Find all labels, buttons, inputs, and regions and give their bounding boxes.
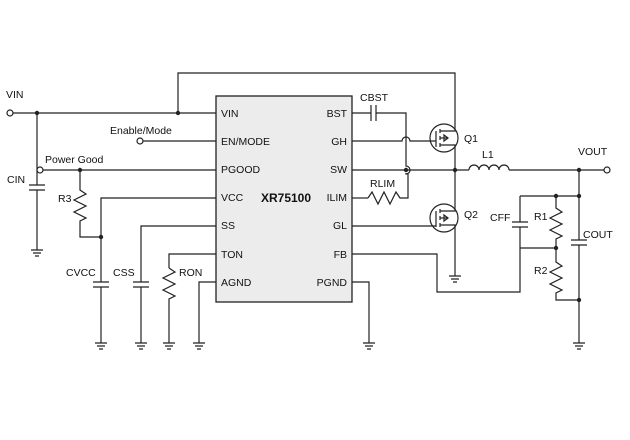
- cin-label: CIN: [7, 174, 25, 186]
- r2-resistor: [548, 248, 579, 301]
- rlim-resistor: [367, 174, 409, 206]
- cff-capacitor: [512, 196, 528, 248]
- q1-mosfet: [428, 123, 459, 173]
- pin-en-mode: EN/MODE: [221, 136, 270, 148]
- cbst-label: CBST: [360, 92, 389, 104]
- pin-agnd: AGND: [221, 277, 252, 289]
- pin-bst: BST: [327, 108, 348, 120]
- vout-label: VOUT: [578, 146, 608, 158]
- q1-label: Q1: [464, 133, 478, 145]
- sw-junction-cbst: [403, 167, 409, 173]
- css-capacitor: [133, 281, 149, 350]
- fb-top-wire: [520, 170, 580, 197]
- cvcc-label: CVCC: [66, 267, 96, 279]
- pin-vin: VIN: [221, 108, 239, 120]
- agnd-ground: [193, 281, 216, 350]
- vin-top-wire: [177, 72, 456, 124]
- fb-wire: [352, 248, 521, 293]
- r3-resistor: [72, 170, 101, 238]
- gh-wire: [352, 136, 428, 142]
- pin-ilim: ILIM: [327, 192, 347, 204]
- cout-capacitor: [571, 196, 587, 350]
- vin-label: VIN: [6, 89, 24, 101]
- rlim-label: RLIM: [370, 178, 395, 190]
- pin-pgood: PGOOD: [221, 164, 261, 176]
- q2-label: Q2: [464, 209, 478, 221]
- r2-label: R2: [534, 265, 548, 277]
- l1-inductor: [468, 164, 604, 171]
- enable-terminal: [136, 137, 144, 145]
- pin-ton: TON: [221, 249, 243, 261]
- pin-gh: GH: [331, 136, 347, 148]
- ron-label: RON: [179, 267, 202, 279]
- cout-label: COUT: [583, 229, 613, 241]
- ron-resistor: [161, 267, 177, 350]
- pin-fb: FB: [334, 249, 347, 261]
- cvcc-capacitor: [93, 281, 109, 350]
- r1-resistor: [548, 196, 564, 248]
- pin-ss: SS: [221, 220, 235, 232]
- ic-part-number: XR75100: [261, 191, 311, 205]
- power-good-terminal: [36, 166, 44, 174]
- cbst-capacitor: [370, 105, 411, 175]
- enable-label: Enable/Mode: [110, 125, 172, 137]
- q2-mosfet: [428, 170, 461, 283]
- pin-sw: SW: [330, 164, 347, 176]
- css-label: CSS: [113, 267, 135, 279]
- r3-label: R3: [58, 193, 72, 205]
- vin-terminal: [6, 109, 14, 117]
- r1-label: R1: [534, 211, 548, 223]
- ss-wire: [140, 225, 216, 282]
- power-good-label: Power Good: [45, 154, 104, 166]
- pgnd-ground: [352, 281, 375, 350]
- vout-terminal: [603, 166, 611, 174]
- pin-pgnd: PGND: [317, 277, 348, 289]
- ton-wire: [168, 253, 216, 268]
- vcc-wire: [100, 197, 216, 282]
- ic-body: [215, 95, 353, 303]
- cin-capacitor: [29, 113, 45, 257]
- pin-vcc: VCC: [221, 192, 244, 204]
- l1-label: L1: [482, 149, 494, 161]
- cff-label: CFF: [490, 212, 510, 224]
- pin-gl: GL: [333, 220, 347, 232]
